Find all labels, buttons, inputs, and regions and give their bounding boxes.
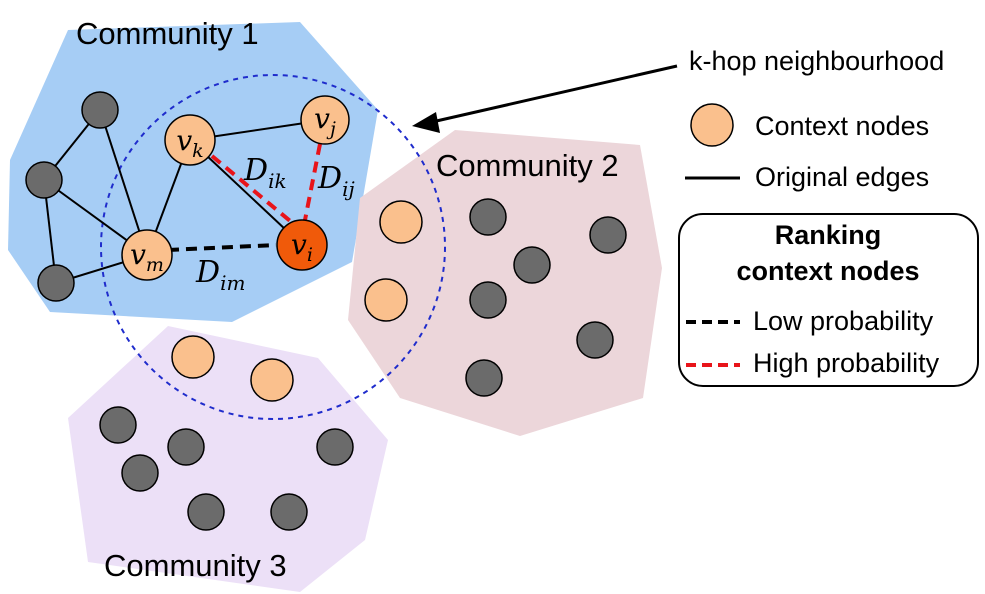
community-3-label: Community 3 [104,548,287,583]
arrow-head [412,112,440,133]
legend-context-node-swatch [690,103,734,147]
k-hop-neighbourhood-circle [100,74,446,420]
low-probability-edge-im [167,243,277,252]
legend-neighbourhood-label: k-hop neighbourhood [689,46,944,76]
ranking-legend-box [678,213,979,387]
legend-low-probability-label: Low probability [753,306,934,336]
community-3-gray-nodes [99,406,354,531]
ranking-legend-title-1: Ranking [775,220,882,250]
node-vj-label: vj [314,102,336,140]
legend-context-nodes-label: Context nodes [755,111,929,141]
node-vi-label: vi [291,228,313,266]
community-2-gray-nodes [465,198,627,397]
distance-ij-label: Dij [317,161,355,201]
node-vk [164,114,216,166]
legend-high-probability-label: High probability [753,348,940,378]
node-vj [300,95,350,145]
node-vm [121,229,173,281]
distance-im-label: Dim [195,255,245,295]
context-nodes-unlabeled [171,200,423,402]
distance-ik-label: Dik [243,153,287,193]
neighbourhood-pointer-arrow [431,64,678,124]
ranking-legend-title-2: context nodes [736,256,919,286]
node-vm-label: vm [130,238,164,276]
community-3-region [68,326,388,592]
community-2-region [348,130,662,436]
node-vi [276,219,328,271]
community-2-label: Community 2 [436,148,619,183]
node-vk-label: vk [176,124,203,162]
legend-original-edges-label: Original edges [755,162,929,192]
community-1-gray-nodes [25,91,119,302]
high-probability-edge-ij [303,143,322,221]
community-1-label: Community 1 [76,16,259,51]
